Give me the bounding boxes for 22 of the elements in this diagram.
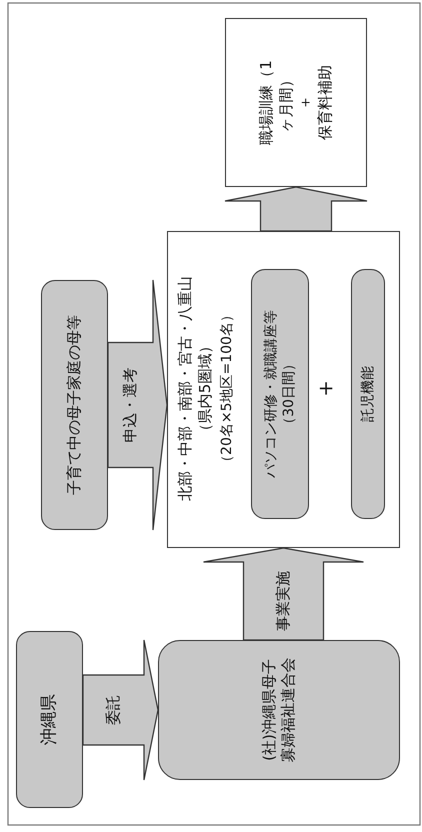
box-text: 保育料補助 — [316, 64, 334, 142]
box-text: (社)沖縄県母子寡婦福祉連合会 — [260, 656, 298, 764]
block-arrow — [224, 186, 368, 232]
process-box — [251, 269, 309, 519]
box-text: 託児機能 — [358, 366, 377, 422]
box-text: 子育て中の母子家庭の母等 — [64, 315, 84, 495]
process-box — [16, 631, 83, 808]
edge-label: 事業実施 — [274, 571, 293, 631]
edge-label: 申込・選考 — [121, 368, 140, 442]
process-box — [158, 640, 400, 780]
box-text: 職場訓練（1ヶ月間） — [257, 59, 296, 147]
program-box — [167, 231, 400, 548]
count-text: （20名×5地区=100名） — [218, 307, 236, 471]
plus-sign: ＋ — [310, 376, 340, 402]
box-text: ＋ — [296, 95, 315, 110]
process-box — [351, 269, 385, 519]
box-text: 沖縄県 — [38, 694, 60, 745]
process-box — [41, 280, 108, 530]
heading-text: 北部・中部・南部・宮古・八重山（県内5圏域） — [176, 275, 214, 503]
box-text: パソコン研修・就職講座等（30日間） — [262, 309, 298, 479]
edge-label: 委託 — [104, 695, 123, 725]
result-box — [225, 18, 367, 187]
